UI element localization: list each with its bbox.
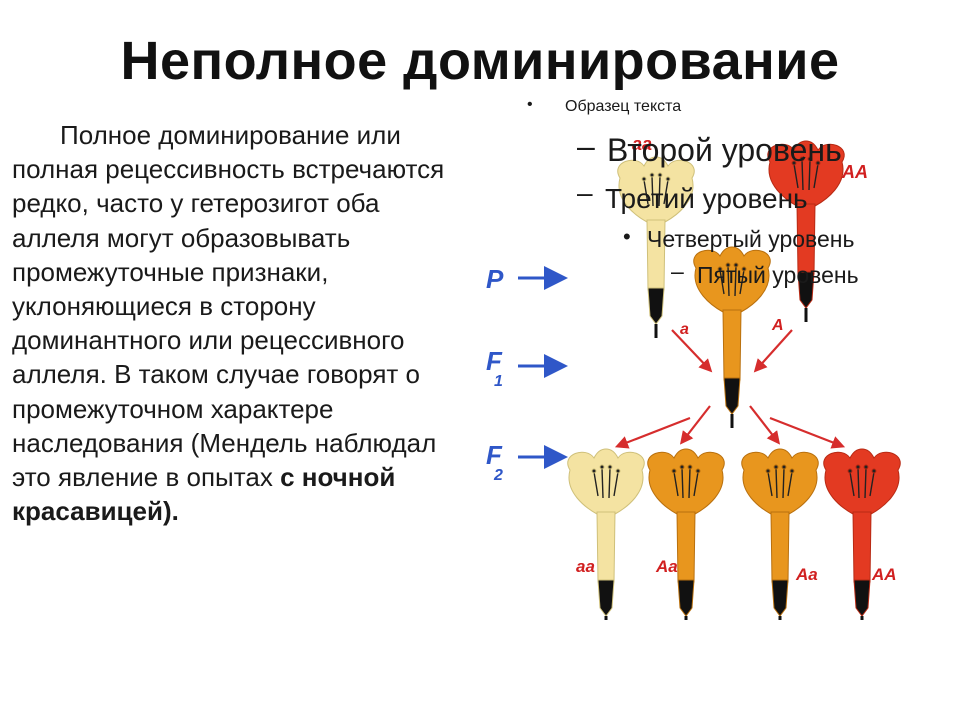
flower-f2-red (822, 447, 902, 620)
generation-label-f1-sub: 1 (494, 373, 503, 390)
generation-label-p: P (486, 264, 504, 294)
bullet-icon: • (623, 224, 631, 249)
body-text: Полное доминирование или полная рецессив… (12, 120, 445, 493)
dash-icon: – (577, 128, 595, 164)
dash-icon: – (577, 177, 593, 208)
placeholder-level-3-text: Третий уровень (605, 183, 808, 214)
parent-label-AA: AA (841, 162, 868, 182)
flower-f2-orange-2 (740, 447, 820, 620)
cross-arrows (614, 329, 846, 449)
placeholder-level-4-text: Четвертый уровень (647, 226, 855, 252)
f2-label-4: AA (871, 565, 897, 584)
body-text-bold: с ночной красавицей). (12, 462, 396, 527)
bullet-icon: • (527, 96, 533, 113)
generation-label-f2-sub: 2 (493, 467, 503, 484)
placeholder-level-2: –Второй уровень (577, 128, 842, 169)
slide-title: Неполное доминирование (120, 31, 840, 91)
flower-f2-orange-1 (646, 447, 726, 620)
f2-label-2: Aa (655, 557, 678, 576)
placeholder-level-3: –Третий уровень (577, 177, 808, 215)
placeholder-level-2-text: Второй уровень (607, 132, 842, 168)
parent-label-aa: aa (632, 134, 652, 154)
placeholder-level-1-text: Образец текста (565, 98, 682, 115)
placeholder-level-4: • Четвертый уровень (623, 224, 855, 253)
inheritance-diagram: P F 1 F 2 aa AA a A aa Aa Aa AA (486, 134, 902, 620)
f2-label-1: aa (576, 557, 595, 576)
gamete-label-A: A (771, 317, 784, 334)
body-paragraph: Полное доминирование или полная рецессив… (12, 118, 462, 528)
generation-arrows (518, 266, 568, 469)
flower-f2-white (566, 447, 646, 620)
placeholder-level-1: • Образец текста (527, 96, 682, 116)
placeholder-level-5: –Пятый уровень (671, 258, 859, 289)
f2-label-3: Aa (795, 565, 818, 584)
dash-icon: – (671, 258, 684, 284)
generation-label-f2: F (486, 440, 503, 470)
gamete-label-a: a (680, 321, 689, 338)
generation-label-f1: F (486, 346, 503, 376)
placeholder-level-5-text: Пятый уровень (697, 262, 859, 288)
